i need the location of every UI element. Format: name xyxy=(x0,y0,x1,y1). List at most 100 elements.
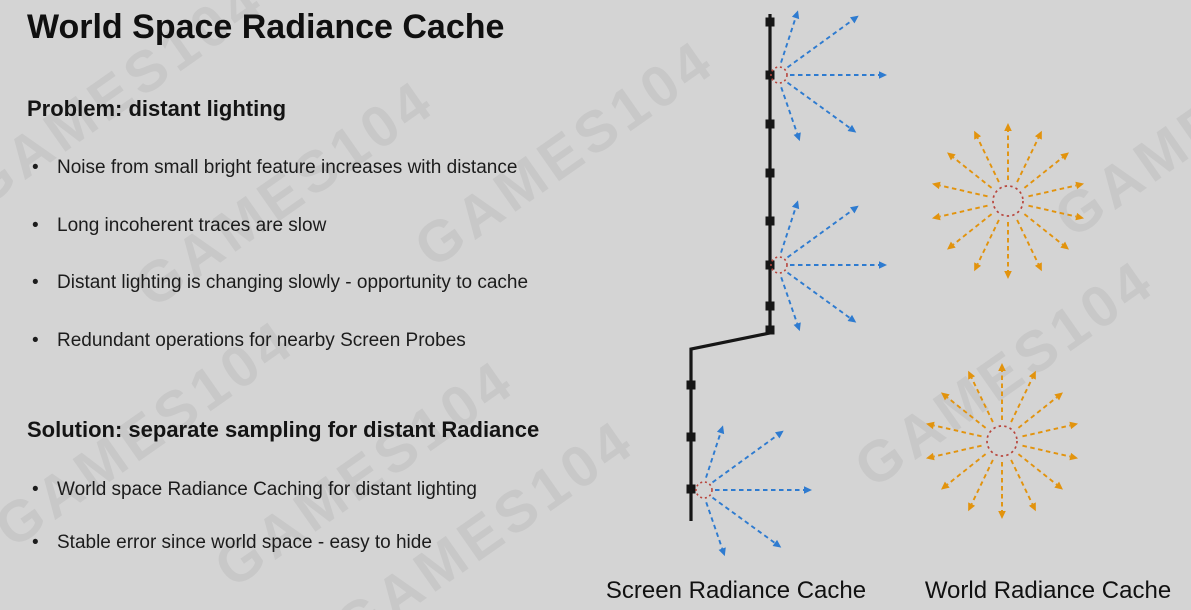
ray-arrowhead xyxy=(791,200,800,210)
ray-arrowhead xyxy=(847,124,857,133)
screen-probe-ring xyxy=(695,481,713,499)
wall-probe-marker xyxy=(686,432,696,442)
ray-arrowhead xyxy=(941,392,950,401)
ray-line xyxy=(1023,156,1064,189)
ray-arrowhead xyxy=(879,71,887,79)
ray-line xyxy=(1017,453,1058,486)
ray-arrowhead xyxy=(850,15,859,24)
wall-probe-marker xyxy=(765,325,775,335)
ray-line xyxy=(933,444,982,458)
bullet-text: Redundant operations for nearby Screen P… xyxy=(57,330,466,351)
ray-arrowhead xyxy=(804,486,812,494)
ray-line xyxy=(780,207,797,253)
ray-arrowhead xyxy=(1069,421,1079,430)
ray-arrowhead xyxy=(716,425,725,435)
wall-probe-marker xyxy=(686,380,696,390)
ray-arrowhead xyxy=(1028,370,1036,380)
ray-arrowhead xyxy=(1054,392,1063,401)
ray-line xyxy=(1016,137,1040,183)
ray-line xyxy=(1016,219,1040,265)
ray-arrowhead xyxy=(974,262,982,272)
bullet-item: Noise from small bright feature increase… xyxy=(30,156,640,179)
ray-line xyxy=(939,204,988,218)
ray-arrowhead xyxy=(772,539,782,548)
ray-line xyxy=(705,432,722,478)
bullet-text: World space Radiance Caching for distant… xyxy=(57,479,477,500)
ray-arrowhead xyxy=(1004,123,1012,131)
ray-arrowhead xyxy=(998,511,1006,519)
ray-arrowhead xyxy=(1075,212,1085,221)
ray-arrowhead xyxy=(968,502,976,512)
world-probe-ring xyxy=(986,425,1018,457)
ray-arrowhead xyxy=(1034,262,1042,272)
world-cache-label: World Radiance Cache xyxy=(924,577,1172,604)
bullet-item: Stable error since world space - easy to… xyxy=(30,531,640,554)
ray-arrowhead xyxy=(947,241,956,250)
ray-arrowhead xyxy=(1054,481,1063,490)
ray-arrowhead xyxy=(925,452,935,461)
ray-line xyxy=(1010,459,1034,505)
ray-arrowhead xyxy=(931,212,941,221)
ray-line xyxy=(786,19,853,69)
ray-arrowhead xyxy=(879,261,887,269)
ray-line xyxy=(1028,204,1077,218)
bullet-text: Long incoherent traces are slow xyxy=(57,215,327,236)
ray-arrowhead xyxy=(1060,241,1069,250)
ray-line xyxy=(786,209,853,259)
ray-line xyxy=(780,17,797,63)
ray-line xyxy=(946,453,987,486)
ray-arrowhead xyxy=(1028,502,1036,512)
ray-arrowhead xyxy=(1004,271,1012,279)
ray-arrowhead xyxy=(925,421,935,430)
wall-probe-marker xyxy=(765,168,775,178)
wall-probe-marker xyxy=(765,70,775,80)
ray-arrowhead xyxy=(791,10,800,20)
ray-arrowhead xyxy=(998,363,1006,371)
ray-line xyxy=(952,213,993,246)
wall-probe-marker xyxy=(686,484,696,494)
ray-line xyxy=(970,459,994,505)
ray-arrowhead xyxy=(1034,130,1042,140)
ray-line xyxy=(711,434,778,484)
ray-line xyxy=(976,137,1000,183)
slide-title: World Space Radiance Cache xyxy=(27,8,505,46)
ray-line xyxy=(952,156,993,189)
ray-arrowhead xyxy=(1060,152,1069,161)
bullet-text: Stable error since world space - easy to… xyxy=(57,532,432,553)
bullet-item: Long incoherent traces are slow xyxy=(30,214,640,237)
ray-arrowhead xyxy=(1069,452,1079,461)
ray-line xyxy=(1022,444,1071,458)
ray-line xyxy=(711,496,776,544)
ray-arrowhead xyxy=(793,322,801,332)
ray-arrowhead xyxy=(775,430,784,439)
ray-line xyxy=(1022,424,1071,438)
ray-arrowhead xyxy=(974,130,982,140)
ray-line xyxy=(1017,396,1058,429)
ray-line xyxy=(970,377,994,423)
ray-arrowhead xyxy=(718,547,726,557)
screen-cache-label: Screen Radiance Cache xyxy=(605,577,867,604)
ray-arrowhead xyxy=(931,181,941,190)
ray-arrowhead xyxy=(947,152,956,161)
ray-line xyxy=(786,81,851,129)
bullet-item: Distant lighting is changing slowly - op… xyxy=(30,271,640,294)
ray-arrowhead xyxy=(941,481,950,490)
ray-arrowhead xyxy=(850,205,859,214)
ray-line xyxy=(786,271,851,319)
bullet-text: Distant lighting is changing slowly - op… xyxy=(57,272,529,293)
ray-line xyxy=(1028,184,1077,198)
wall-probe-marker xyxy=(765,17,775,27)
problem-heading: Problem: distant lighting xyxy=(27,96,287,121)
ray-line xyxy=(780,86,799,134)
bullet-text: Noise from small bright feature increase… xyxy=(57,157,518,178)
ray-line xyxy=(705,501,724,549)
wall-probe-marker xyxy=(765,301,775,311)
bullet-item: Redundant operations for nearby Screen P… xyxy=(30,329,640,352)
world-probe-ring xyxy=(992,185,1024,217)
ray-arrowhead xyxy=(1075,181,1085,190)
wall-probe-marker xyxy=(765,260,775,270)
ray-line xyxy=(1010,377,1034,423)
ray-line xyxy=(939,184,988,198)
